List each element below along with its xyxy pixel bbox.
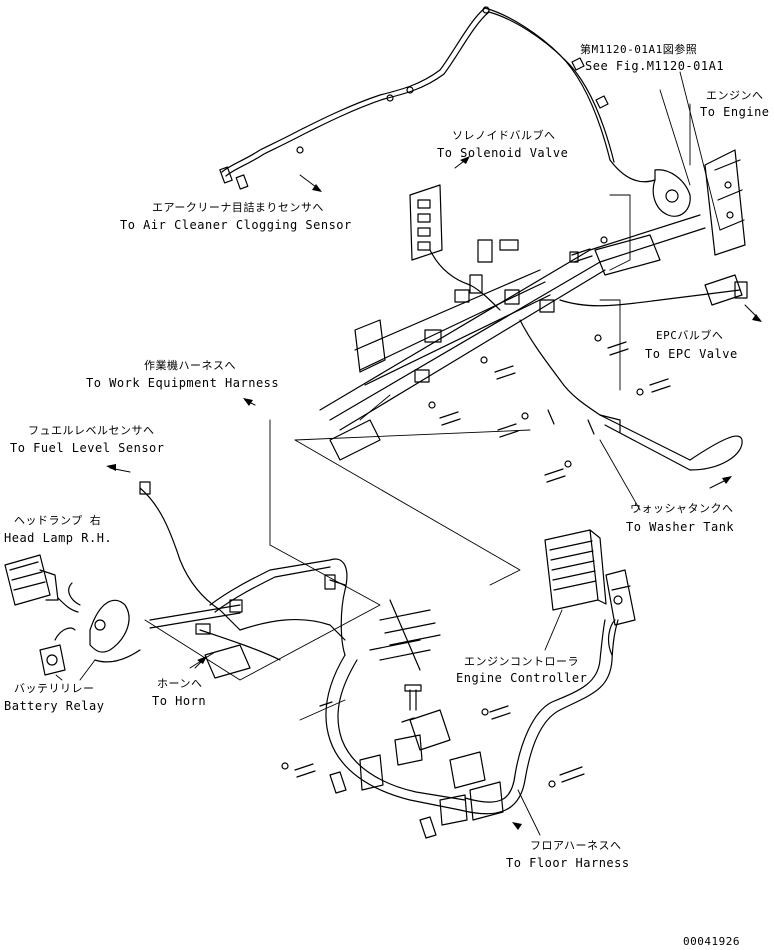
- controller-label-en: Engine Controller: [456, 671, 588, 685]
- headlamp-label-en: Head Lamp R.H.: [4, 531, 113, 545]
- solenoid-label-en: To Solenoid Valve: [437, 146, 569, 160]
- headlamp-icon: [4, 554, 79, 613]
- main-harness-upper: [319, 214, 748, 471]
- engine-bracket: [609, 149, 746, 256]
- ref-label-en: See Fig.M1120-01A1: [585, 59, 725, 73]
- horn-label-en: To Horn: [152, 694, 207, 708]
- drawing-number: 00041926: [683, 935, 740, 948]
- arrows: [109, 157, 761, 669]
- leader-lines-upper: [294, 71, 721, 586]
- engine-label-jp: エンジンへ: [706, 89, 764, 102]
- epc-label-jp: EPCバルブへ: [656, 329, 724, 342]
- aircleaner-label-jp: エアークリーナ目詰まりセンサへ: [152, 201, 324, 214]
- washer-label-jp: ウォッシャタンクへ: [630, 502, 734, 515]
- engine-controller-icon: [544, 529, 636, 656]
- engine-label-en: To Engine: [700, 105, 770, 119]
- solenoid-connectors: [409, 184, 471, 286]
- controller-label-jp: エンジンコントローラ: [464, 655, 579, 668]
- air-cleaner-harness: [219, 6, 615, 190]
- left-harness: [68, 481, 348, 679]
- fuel-label-jp: フュエルレベルセンサへ: [28, 424, 155, 437]
- battery-label-en: Battery Relay: [4, 699, 105, 713]
- leader-lines-lower: [55, 419, 563, 836]
- battery-relay-icon: [39, 599, 141, 676]
- floor-label-en: To Floor Harness: [506, 856, 630, 870]
- arrowheads: [106, 156, 762, 830]
- lower-harness: [325, 599, 619, 826]
- epc-label-en: To EPC Valve: [645, 347, 738, 361]
- ref-label-jp: 第M1120-01A1図参照: [580, 43, 698, 56]
- workequip-label-en: To Work Equipment Harness: [86, 376, 280, 390]
- bolts-upper: [428, 236, 671, 483]
- washer-label-en: To Washer Tank: [626, 520, 735, 534]
- workequip-label-jp: 作業機ハーネスへ: [144, 359, 236, 372]
- bolts-lower: [281, 684, 585, 839]
- fuel-label-en: To Fuel Level Sensor: [10, 441, 165, 455]
- floor-label-jp: フロアハーネスへ: [530, 839, 622, 852]
- solenoid-label-jp: ソレノイドバルブへ: [452, 129, 556, 142]
- aircleaner-label-en: To Air Cleaner Clogging Sensor: [120, 218, 352, 232]
- horn-label-jp: ホーンへ: [157, 677, 203, 690]
- headlamp-label-jp: ヘッドランプ 右: [14, 514, 102, 527]
- battery-label-jp: バッテリリレー: [14, 682, 95, 695]
